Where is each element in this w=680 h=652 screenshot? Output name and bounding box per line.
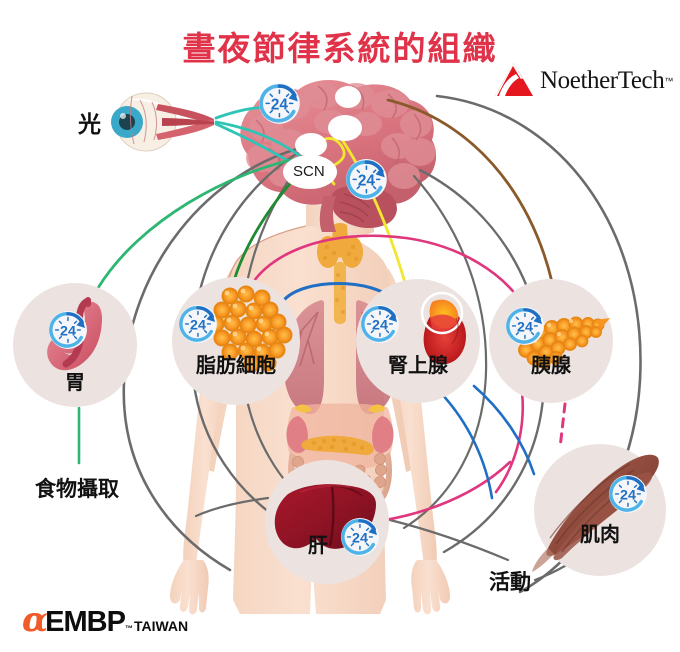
embp-logo: α EMBP ™ TAIWAN bbox=[22, 600, 189, 640]
arc-dashed-pancreas-muscle bbox=[558, 402, 567, 450]
clock-24-brain-right: 24 bbox=[346, 159, 387, 200]
svg-text:24: 24 bbox=[358, 173, 375, 190]
noethertech-logo: NoetherTech ™ bbox=[492, 62, 673, 100]
arc-pink-upper bbox=[242, 234, 526, 308]
label-activity: 活動 bbox=[489, 570, 531, 594]
fat-cells-icon bbox=[207, 285, 293, 373]
clock-24-liver: 24 bbox=[340, 517, 379, 556]
noethertech-wordmark: NoetherTech bbox=[540, 67, 665, 94]
embp-tm: ™ bbox=[124, 624, 133, 633]
embp-alpha-icon: α bbox=[22, 600, 49, 640]
arc-blue-right2 bbox=[472, 384, 536, 476]
noethertech-tm: ™ bbox=[664, 76, 674, 86]
label-light: 光 bbox=[78, 112, 101, 138]
svg-text:24: 24 bbox=[372, 318, 388, 334]
organ-label-muscle: 肌肉 bbox=[580, 522, 620, 546]
organ-label-adipose: 脂肪細胞 bbox=[196, 353, 276, 377]
clock-24-brain-top: 24 bbox=[259, 83, 300, 124]
arc-pink-right bbox=[494, 376, 525, 494]
label-scn: SCN bbox=[293, 163, 325, 180]
arc-brown-pancreas bbox=[386, 98, 554, 284]
svg-text:24: 24 bbox=[60, 324, 76, 340]
organ-label-pancreas: 胰腺 bbox=[531, 353, 571, 377]
clock-icons: 24 24 bbox=[48, 83, 647, 556]
arc-teal-eye-brain-2 bbox=[214, 120, 302, 158]
arc-gray-inner-right bbox=[402, 174, 488, 530]
embp-region: TAIWAN bbox=[133, 618, 189, 634]
organ-label-stomach: 胃 bbox=[65, 370, 85, 394]
clock-24-adipose: 24 bbox=[178, 304, 217, 343]
page-title: 晝夜節律系統的組織 bbox=[182, 29, 498, 68]
eye-illustration bbox=[111, 92, 214, 152]
clock-24-stomach: 24 bbox=[48, 310, 87, 349]
arc-green-stomach bbox=[96, 156, 302, 290]
arc-gray-liver-right bbox=[388, 518, 510, 562]
clock-24-pancreas: 24 bbox=[505, 306, 544, 345]
svg-text:24: 24 bbox=[620, 488, 636, 504]
organ-label-liver: 肝 bbox=[308, 533, 328, 557]
noethertech-triangle-icon bbox=[495, 63, 533, 96]
svg-text:24: 24 bbox=[190, 318, 206, 334]
organ-label-adrenal: 腎上腺 bbox=[388, 353, 448, 377]
svg-text:24: 24 bbox=[271, 97, 288, 114]
clock-24-adrenal: 24 bbox=[360, 304, 399, 343]
embp-wordmark: EMBP bbox=[45, 606, 126, 638]
scn-nuclei bbox=[283, 86, 362, 189]
svg-text:24: 24 bbox=[517, 320, 533, 336]
adrenal-icon bbox=[420, 291, 466, 365]
arc-gray-liver-left bbox=[194, 496, 270, 518]
clock-24-muscle: 24 bbox=[608, 474, 647, 513]
label-food-intake: 食物攝取 bbox=[35, 477, 119, 501]
svg-text:24: 24 bbox=[352, 531, 368, 547]
arc-blue-right bbox=[438, 390, 494, 500]
